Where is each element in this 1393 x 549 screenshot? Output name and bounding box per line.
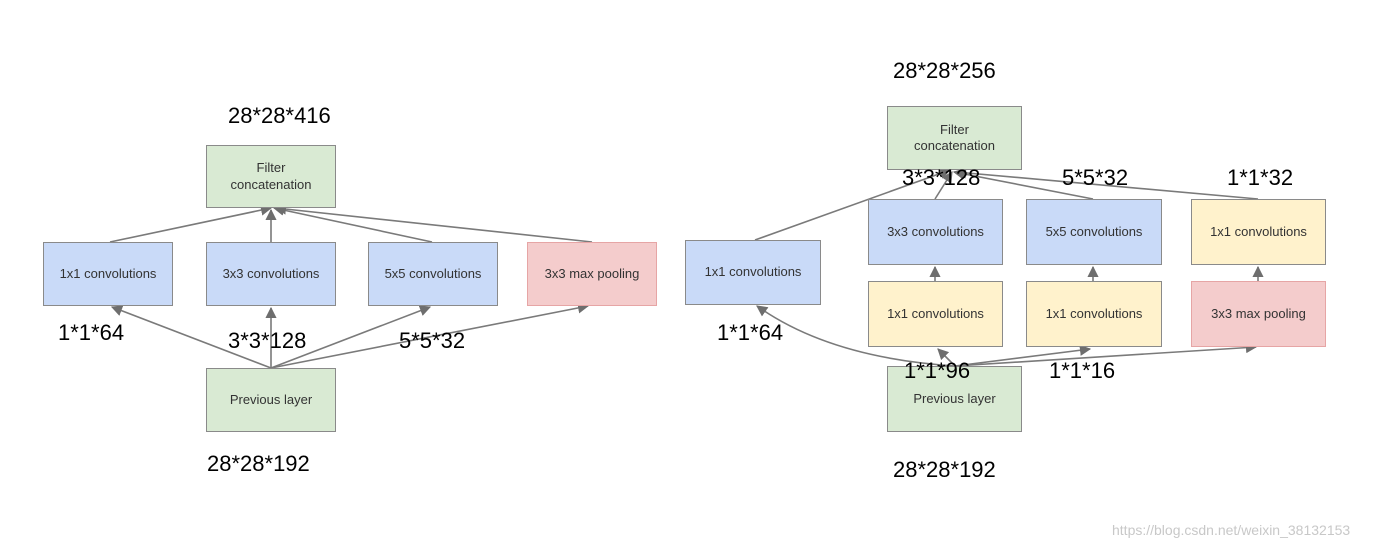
pool-projection-dim-label: 1*1*32 bbox=[1227, 165, 1294, 190]
conv-3x3-box: 3x3 convolutions bbox=[206, 242, 336, 306]
conv-3x3-dim-label-right: 3*3*128 bbox=[902, 165, 981, 190]
arrow-c5-to-concat bbox=[272, 204, 433, 243]
pool-projection-conv-box: 1x1 convolutions bbox=[1191, 199, 1326, 265]
conv-5x5-dim-label-right: 5*5*32 bbox=[1062, 165, 1129, 190]
conv-5x5-box-right: 5x5 convolutions bbox=[1026, 199, 1162, 265]
conv-1x1-box: 1x1 convolutions bbox=[43, 242, 173, 306]
arrow-c1-to-concat bbox=[109, 204, 273, 243]
conv-3x3-box-right: 3x3 convolutions bbox=[868, 199, 1003, 265]
reduce-3x3-box: 1x1 convolutions bbox=[868, 281, 1003, 347]
arrow-c5-to-concat-right bbox=[952, 168, 1094, 200]
previous-layer-box-right: Previous layer bbox=[887, 366, 1022, 432]
output-dim-label: 28*28*416 bbox=[228, 103, 331, 128]
arrow-c1-to-concat-right bbox=[754, 168, 952, 241]
arrow-prev-to-c5 bbox=[270, 305, 432, 369]
reduce-5x5-dim-label: 1*1*16 bbox=[1049, 358, 1116, 383]
arrow-pool-to-concat bbox=[274, 203, 593, 243]
watermark-text: https://blog.csdn.net/weixin_38132153 bbox=[1112, 522, 1351, 538]
conv-3x3-dim-label: 3*3*128 bbox=[228, 328, 307, 353]
previous-layer-box: Previous layer bbox=[206, 368, 336, 432]
conv-1x1-dim-label: 1*1*64 bbox=[58, 320, 125, 345]
filter-concatenation-box-right: Filter concatenation bbox=[887, 106, 1022, 170]
input-dim-label-right: 28*28*192 bbox=[893, 457, 996, 482]
arrow-c3-to-concat-right bbox=[934, 171, 953, 200]
reduce-3x3-dim-label: 1*1*96 bbox=[904, 358, 971, 383]
arrow-prev-to-c1 bbox=[110, 305, 272, 369]
conv-1x1-box-right: 1x1 convolutions bbox=[685, 240, 821, 305]
max-pooling-box-right: 3x3 max pooling bbox=[1191, 281, 1326, 347]
arrow-prev-to-red3 bbox=[937, 348, 956, 367]
max-pooling-box: 3x3 max pooling bbox=[527, 242, 657, 306]
arrow-prev-to-c1-right bbox=[756, 305, 956, 367]
arrow-prev-to-red5 bbox=[954, 344, 1092, 367]
conv-5x5-box: 5x5 convolutions bbox=[368, 242, 498, 306]
reduce-5x5-box: 1x1 convolutions bbox=[1026, 281, 1162, 347]
input-dim-label: 28*28*192 bbox=[207, 451, 310, 476]
arrow-prev-to-pool bbox=[270, 302, 590, 369]
filter-concatenation-box: Filter concatenation bbox=[206, 145, 336, 208]
conv-1x1-dim-label-right: 1*1*64 bbox=[717, 320, 784, 345]
arrow-proj-to-concat-right bbox=[954, 167, 1259, 200]
arrow-prev-to-pool-right bbox=[954, 342, 1258, 367]
conv-5x5-dim-label: 5*5*32 bbox=[399, 328, 466, 353]
output-dim-label-right: 28*28*256 bbox=[893, 58, 996, 83]
